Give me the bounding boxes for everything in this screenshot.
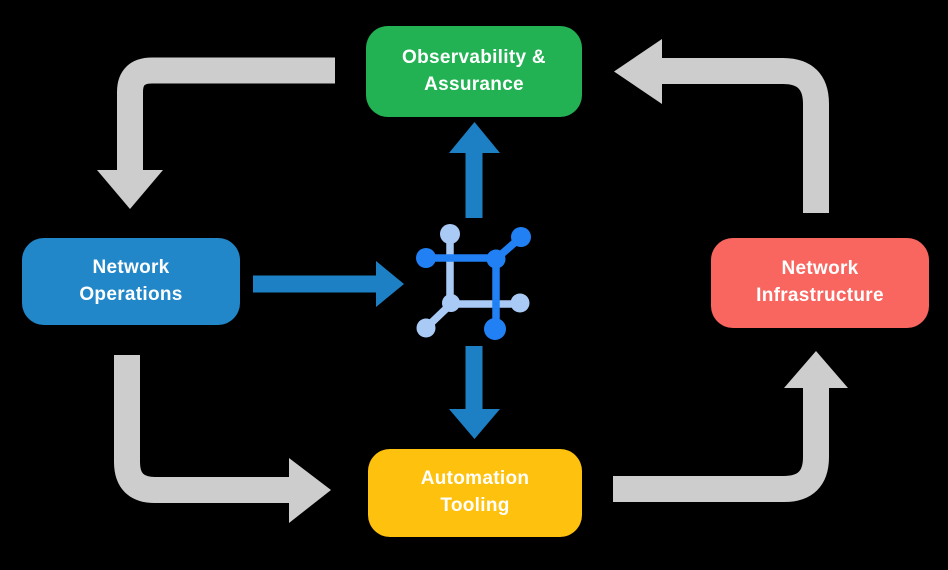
node-network-operations: Network Operations — [22, 238, 240, 325]
node-label-line: Assurance — [424, 73, 524, 95]
flow-center-to-automation — [449, 346, 500, 439]
mesh-node — [510, 293, 530, 313]
flow-operations-to-center — [253, 261, 404, 307]
node-label-line: Infrastructure — [756, 285, 884, 306]
mesh-node — [416, 318, 436, 338]
node-label-line: Observability & — [402, 46, 546, 68]
network-mesh-icon — [416, 224, 531, 340]
mesh-node — [442, 294, 460, 312]
node-observability-assurance: Observability & Assurance — [366, 26, 582, 117]
node-label-line: Tooling — [440, 495, 510, 516]
flow-observability-to-operations — [97, 57, 335, 209]
node-automation-tooling: Automation Tooling — [368, 449, 582, 537]
mesh-node — [511, 227, 531, 247]
flow-operations-to-automation — [114, 355, 331, 523]
mesh-node — [484, 318, 506, 340]
node-label-line: Operations — [79, 283, 183, 305]
node-label-line: Network — [92, 256, 170, 278]
arrow-right-head — [289, 458, 331, 523]
mesh-node — [486, 249, 506, 269]
mesh-node — [416, 248, 436, 268]
mesh-node — [440, 224, 460, 244]
node-label-line: Network — [781, 258, 859, 280]
flow-automation-to-infrastructure — [613, 351, 848, 502]
arrow-up-head — [784, 351, 848, 388]
arrow-up-head — [449, 122, 500, 153]
arrow-down-head — [449, 409, 500, 439]
flow-center-to-observability — [449, 122, 500, 218]
arrow-left-head — [614, 39, 662, 104]
node-label-line: Automation — [420, 468, 530, 490]
arrow-down-head — [97, 170, 163, 209]
arrow-right-head — [376, 261, 404, 307]
node-network-infrastructure: Network Infrastructure — [711, 238, 929, 328]
flow-infrastructure-to-observability — [614, 39, 829, 213]
